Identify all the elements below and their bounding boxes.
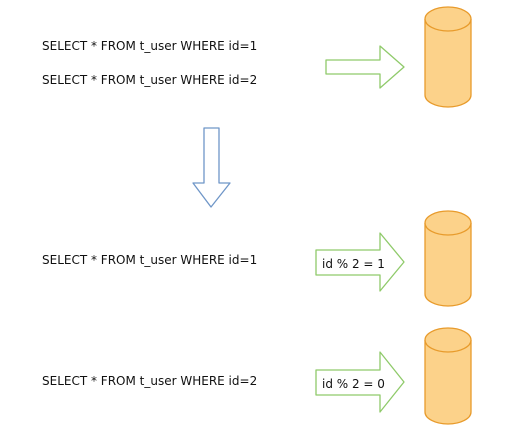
shard-1-rule: id % 2 = 1 <box>322 257 385 271</box>
top-query-1: SELECT * FROM t_user WHERE id=1 <box>42 39 257 53</box>
shard-1-query: SELECT * FROM t_user WHERE id=1 <box>42 253 257 267</box>
shard-1-arrow <box>315 232 405 292</box>
blue-down-arrow <box>192 127 231 208</box>
top-query-2: SELECT * FROM t_user WHERE id=2 <box>42 73 257 87</box>
shard-1-database-icon <box>424 210 472 307</box>
shard-2-query: SELECT * FROM t_user WHERE id=2 <box>42 374 257 388</box>
shard-2-arrow <box>315 351 405 413</box>
shard-2-database-icon <box>424 327 472 425</box>
top-database-icon <box>424 6 472 108</box>
top-green-arrow <box>325 45 405 89</box>
shard-2-rule: id % 2 = 0 <box>322 377 385 391</box>
